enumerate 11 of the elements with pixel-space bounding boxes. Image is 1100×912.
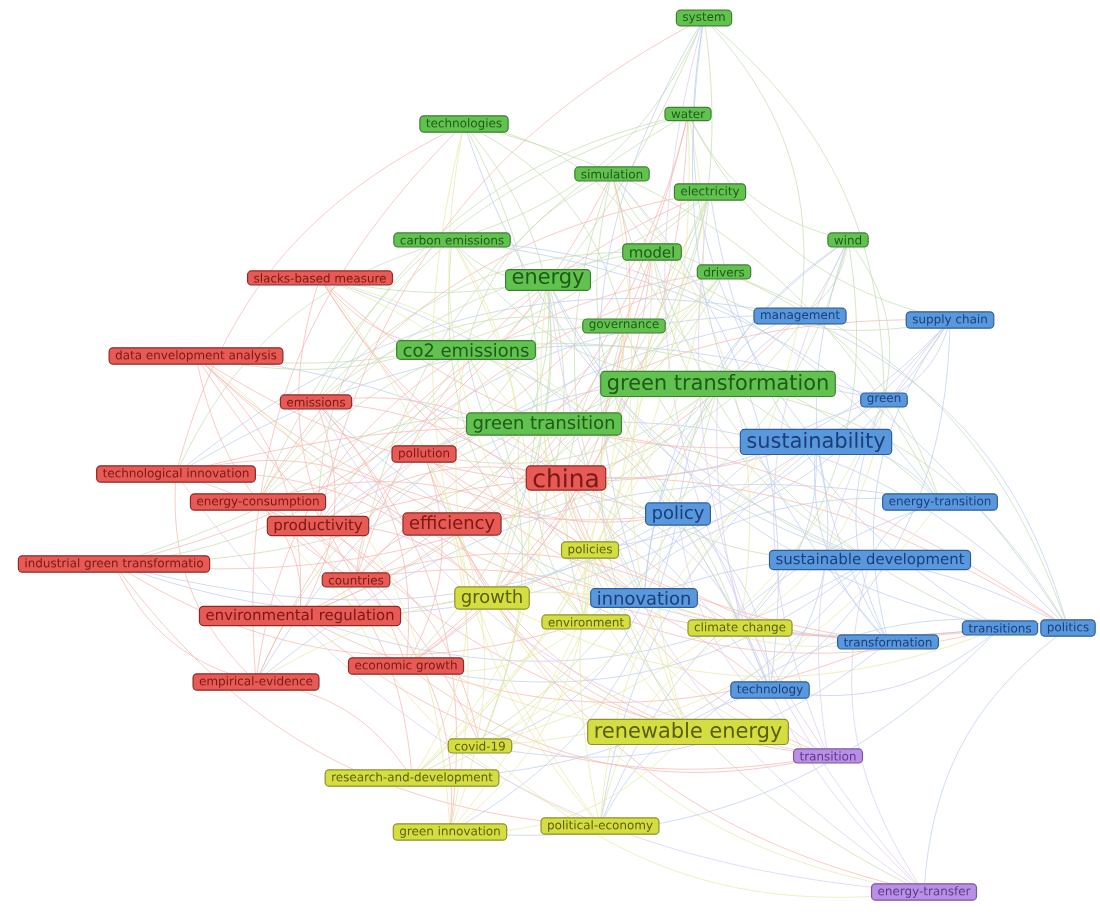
keyword-label: growth (454, 586, 530, 610)
keyword-label: efficiency (402, 512, 502, 536)
keyword-label: green transformation (600, 370, 836, 398)
keyword-label: policy (645, 502, 711, 526)
keyword-label: energy (504, 268, 592, 292)
keyword-label: green transition (465, 412, 623, 436)
keyword-label: innovation (590, 588, 698, 608)
keyword-label: co2 emissions (396, 340, 536, 360)
keyword-label: sustainability (739, 428, 893, 456)
keyword-label: renewable energy (587, 718, 789, 746)
keyword-label: china (525, 465, 607, 491)
